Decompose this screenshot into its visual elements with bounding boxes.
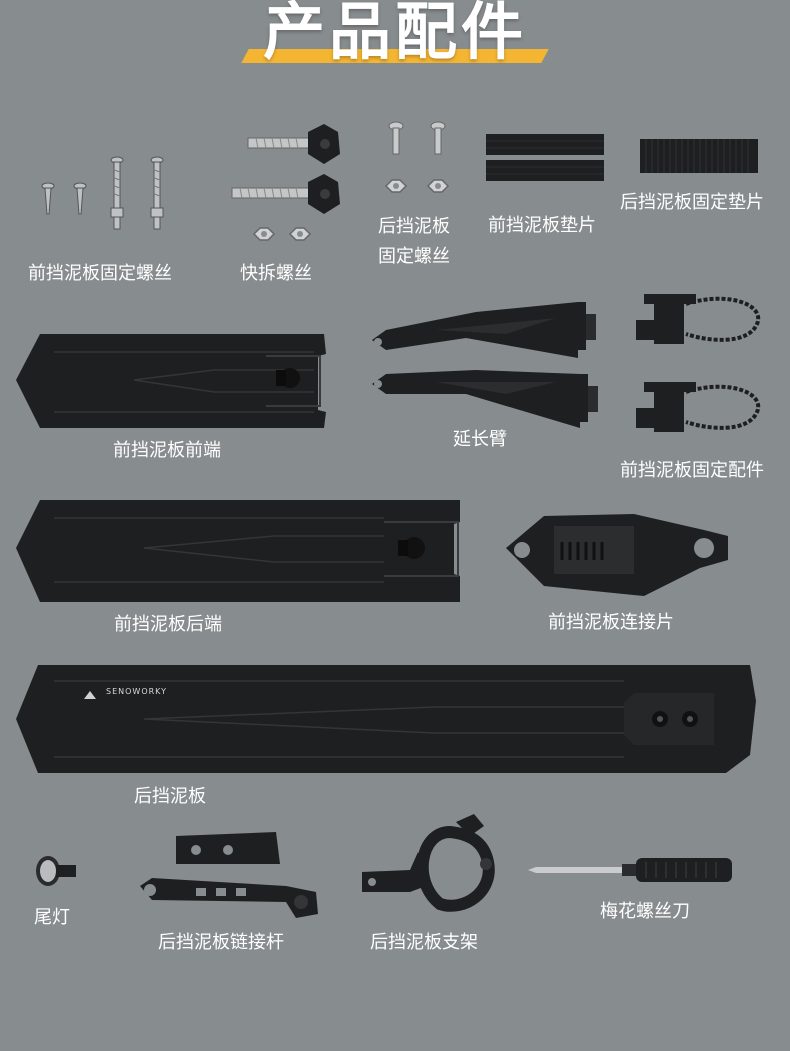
front-fender-fixing-parts-label: 前挡泥板固定配件 <box>620 460 764 481</box>
extension-arms-image <box>366 300 602 430</box>
torx-screwdriver-label: 梅花螺丝刀 <box>600 901 690 922</box>
rear-fender-link-rod-image <box>136 830 322 922</box>
front-fender-rear-image <box>14 496 466 606</box>
front-fender-connector-image <box>504 512 734 602</box>
rear-fender-screws-label-line1: 后挡泥板 <box>378 216 450 237</box>
torx-screwdriver-image <box>526 854 740 886</box>
rear-fender-screws-label-line2: 固定螺丝 <box>378 246 450 267</box>
quick-release-screws-label: 快拆螺丝 <box>240 263 312 284</box>
rear-fender-screws-image <box>380 120 455 200</box>
brand-logo-text: SENOWORKY <box>106 687 168 696</box>
rear-fender-label: 后挡泥板 <box>134 786 206 807</box>
rear-fender-pad-label: 后挡泥板固定垫片 <box>620 192 764 213</box>
quick-release-screws-image <box>228 122 348 252</box>
front-fender-front-image <box>14 330 330 432</box>
front-fender-pad-label: 前挡泥板垫片 <box>488 215 596 236</box>
front-fender-screws-label: 前挡泥板固定螺丝 <box>28 263 172 284</box>
rear-fender-link-rod-label: 后挡泥板链接杆 <box>158 932 284 953</box>
title-area: 产品配件 <box>0 0 790 80</box>
front-fender-rear-label: 前挡泥板后端 <box>114 614 222 635</box>
rear-fender-bracket-image <box>360 812 506 912</box>
page-title: 产品配件 <box>262 0 527 68</box>
rear-fender-bracket-label: 后挡泥板支架 <box>370 932 478 953</box>
rear-fender-image <box>14 663 758 775</box>
front-fender-pads-image <box>486 134 606 184</box>
rear-fender-pad-image <box>640 139 758 175</box>
front-fender-connector-label: 前挡泥板连接片 <box>548 612 674 633</box>
front-fender-fixing-parts-image <box>630 290 770 440</box>
front-fender-front-label: 前挡泥板前端 <box>113 440 221 461</box>
front-fender-screws-image <box>36 150 176 240</box>
tail-light-image <box>34 853 80 889</box>
extension-arm-label: 延长臂 <box>453 429 507 450</box>
tail-light-label: 尾灯 <box>34 907 70 928</box>
